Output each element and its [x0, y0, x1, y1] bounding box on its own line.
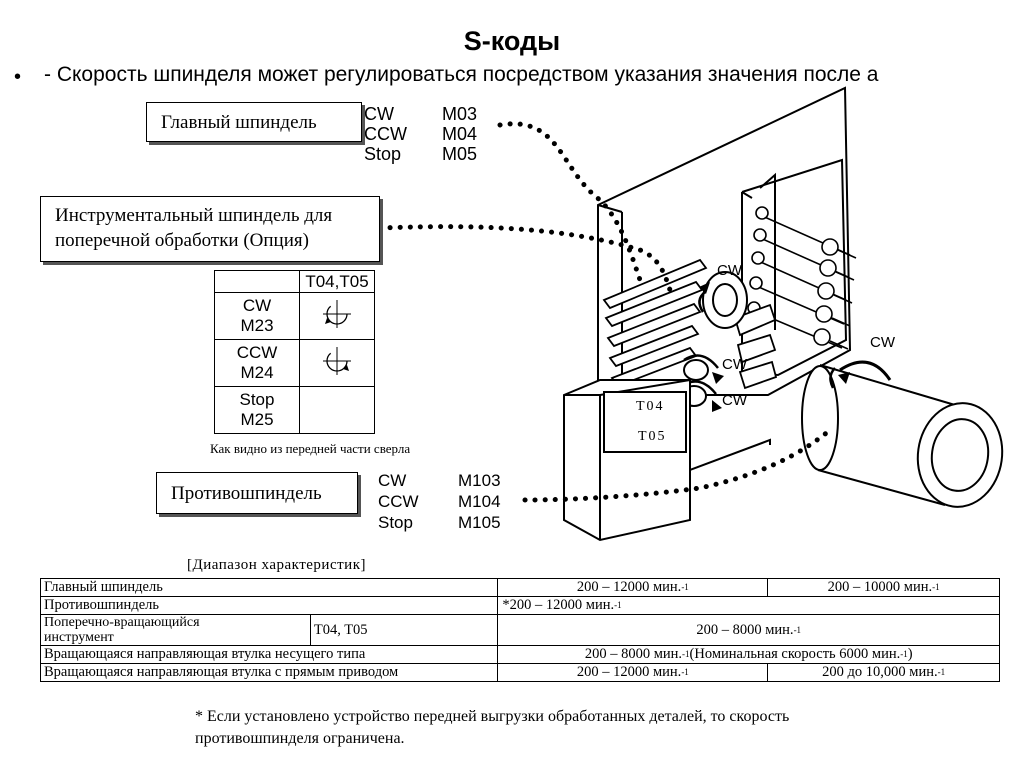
cw-rotation-icon: [299, 292, 375, 340]
t04-label: T04: [636, 399, 665, 414]
t05-label: T05: [638, 429, 667, 444]
tool-table-header: T04,T05: [299, 270, 375, 293]
spec-row: Главный шпиндель 200 – 12000 мин.-1 200 …: [39, 578, 1000, 597]
main-spindle-code: M05: [442, 144, 478, 164]
sub-spindle-code: M105: [458, 513, 501, 532]
spec-range: *200 – 12000 мин.-1: [497, 596, 1000, 615]
sub-spindle-dir: Stop: [378, 513, 413, 532]
sub-spindle-dir: CW: [378, 471, 407, 490]
spec-footnote-line1: * Если установлено устройство передней в…: [195, 708, 790, 725]
spec-caption: [Диапазон характеристик]: [187, 557, 366, 573]
tool-rotation-table: T04,T05 CW M23 CCW M24: [214, 270, 375, 434]
cw-label-upper: CW: [722, 356, 747, 373]
tool-table-row: CW M23: [214, 292, 375, 340]
tool-table-dir: Stop: [239, 390, 275, 409]
main-spindle-box: Главный шпиндель: [146, 102, 362, 142]
sub-spindle-dir: CCW: [378, 492, 419, 511]
sub-spindle-box: Противошпиндель: [156, 472, 358, 514]
cw-label-cutter: CW: [717, 262, 742, 279]
tool-spindle-label-line1: Инструментальный шпиндель для: [55, 205, 333, 226]
spec-range: 200 – 12000 мин.-1: [497, 578, 769, 597]
spec-range: 200 – 8000 мин.-1: [497, 614, 1000, 646]
tool-table-code-cell: CCW M24: [214, 339, 300, 387]
cw-label-spindle: CW: [870, 334, 895, 351]
tool-table-code-cell: CW M23: [214, 292, 300, 340]
page-title: S-коды: [463, 26, 561, 56]
tool-table-code: M24: [240, 363, 274, 382]
spec-name: Главный шпиндель: [39, 578, 499, 597]
spec-row: Поперечно-вращающийся инструмент T04, T0…: [40, 614, 1000, 646]
main-spindle-mcodes: M03 M04 M05: [442, 104, 477, 164]
spec-range: 200 – 8000 мин.-1(Номинальная скорость 6…: [497, 645, 1000, 664]
ccw-rotation-icon: [299, 339, 375, 387]
main-spindle-dir: Stop: [364, 144, 402, 164]
spec-name: Вращающаяся направляющая втулка несущего…: [39, 645, 499, 664]
main-spindle-code: M03: [442, 104, 478, 124]
tool-table-empty-header: [214, 270, 300, 293]
tool-spindle-label-line2: поперечной обработки (Опция): [55, 230, 309, 251]
spec-footnote-line2: противошпинделя ограничена.: [195, 730, 405, 747]
tool-table-code: M23: [240, 316, 274, 335]
main-spindle-label: Главный шпиндель: [161, 112, 317, 133]
spec-name: Вращающаяся направляющая втулка с прямым…: [39, 663, 499, 682]
tool-table-caption: Как видно из передней части сверла: [210, 441, 411, 456]
spec-tools: T04, T05: [309, 614, 499, 646]
tool-table-dir: CW: [242, 296, 272, 315]
sub-spindle-code: M103: [458, 471, 501, 490]
tool-table-row: Stop M25: [214, 386, 375, 434]
spec-name: Противошпиндель: [39, 596, 499, 615]
sub-spindle-mcodes: M103 M104 M105: [458, 470, 501, 533]
spec-range: 200 – 12000 мин.-1: [497, 663, 769, 682]
sub-spindle-code: M104: [458, 492, 501, 511]
main-spindle-dir: CCW: [364, 124, 407, 144]
tool-table-dir: CCW: [236, 343, 278, 362]
spec-row: Вращающаяся направляющая втулка несущего…: [39, 645, 1000, 664]
spec-name: Поперечно-вращающийся инструмент: [40, 614, 311, 646]
spec-range: 200 до 10,000 мин.-1: [767, 663, 1000, 682]
bullet-text: - Скорость шпинделя может регулироваться…: [44, 63, 879, 86]
tool-table-empty-cell: [299, 386, 375, 434]
spec-row: Вращающаяся направляющая втулка с прямым…: [39, 663, 1000, 682]
main-spindle-dir: CW: [364, 104, 394, 124]
spec-row: Противошпиндель *200 – 12000 мин.-1: [39, 596, 1000, 615]
tool-table-code: M25: [240, 410, 274, 429]
tool-table-row: CCW M24: [214, 339, 375, 387]
cw-label-lower: CW: [722, 392, 747, 409]
spec-table: Главный шпиндель 200 – 12000 мин.-1 200 …: [39, 578, 1000, 682]
bullet-dot: •: [14, 66, 22, 88]
main-spindle-code: M04: [442, 124, 478, 144]
main-spindle-directions: CW CCW Stop: [364, 104, 407, 164]
tool-spindle-box: Инструментальный шпиндель для поперечной…: [40, 196, 380, 262]
tool-table-code-cell: Stop M25: [214, 386, 300, 434]
sub-spindle-directions: CW CCW Stop: [378, 470, 419, 533]
sub-spindle-label: Противошпиндель: [171, 483, 322, 504]
spec-range: 200 – 10000 мин.-1: [767, 578, 1000, 597]
